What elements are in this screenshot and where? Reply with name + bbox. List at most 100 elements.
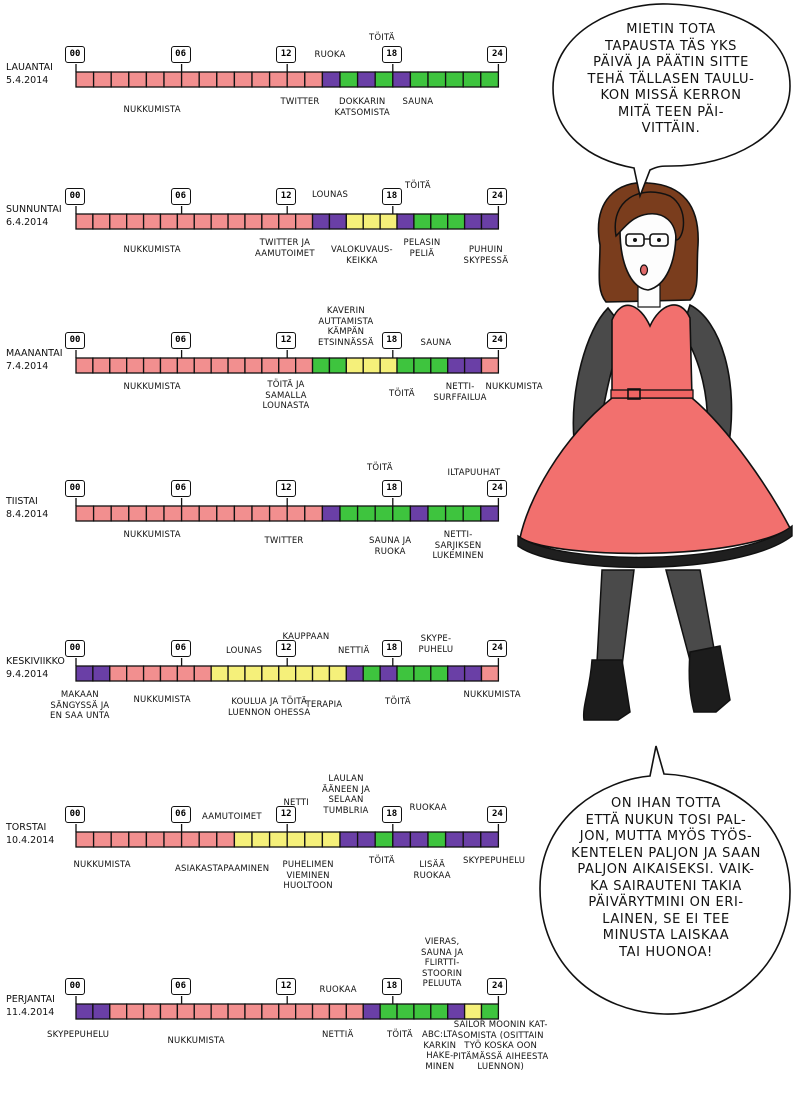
day-label: MAANANTAI 7.4.2014 [6,348,63,372]
activity-note: TÖITÄ [405,181,431,191]
hour-tag: 06 [170,480,191,497]
hour-tag: 12 [276,188,297,205]
hour-tag: 06 [170,46,191,63]
hour-cell [480,831,500,848]
activity-note: NETTI [283,798,309,808]
activity-note: NUKKUMISTA [123,530,181,540]
activity-note: MAKAAN SÄNGYSSÄ JA EN SAA UNTA [50,690,110,721]
hour-tag: 00 [65,640,85,657]
activity-note: KOULUA JA TÖITÄ LUENNON OHESSA [228,697,311,718]
hour-cell [480,71,500,88]
activity-note: PUHELIMEN VIEMINEN HUOLTOON [282,860,334,891]
activity-note: NETTIÄ [338,646,370,656]
activity-note: TWITTER [264,536,304,546]
hour-cell [480,1003,500,1020]
hour-tag: 18 [381,188,402,205]
activity-note: NETTI- SARJIKSEN LUKEMINEN [432,530,484,561]
activity-note: VALOKUVAUS- KEIKKA [331,245,393,266]
activity-note: NETTIÄ [322,1030,354,1040]
activity-note: NUKKUMISTA [123,105,181,115]
activity-note: VIERAS, SAUNA JA FLIRTTI- STOORIN PELUUT… [421,937,464,989]
hour-tag: 12 [276,480,297,497]
day-label: TIISTAI 8.4.2014 [6,496,49,520]
hour-tag: 06 [170,640,191,657]
hour-tag: 06 [170,188,191,205]
activity-note: NUKKUMISTA [123,245,181,255]
hour-cell [480,665,500,682]
activity-note: SAILOR MOONIN KAT- SOMISTA (OSITTAIN TYÖ… [453,1020,549,1072]
activity-note: RUOKAA [319,985,357,995]
day-label: LAUANTAI 5.4.2014 [6,62,53,86]
activity-note: PELASIN PELIÄ [403,238,441,259]
hour-tag: 00 [65,332,85,349]
day-label: KESKIVIIKKO 9.4.2014 [6,656,65,680]
activity-note: NUKKUMISTA [133,695,191,705]
activity-note: TWITTER JA AAMUTOIMET [255,238,315,259]
activity-note: TÖITÄ [385,697,411,707]
hour-tag: 12 [276,640,297,657]
hour-tag: 18 [381,806,402,823]
hour-cell [480,505,500,522]
activity-note: ABC:LTA KARKIN HAKE- MINEN [422,1030,458,1072]
activity-note: TÖITÄ JA SAMALLA LOUNASTA [262,380,310,411]
activity-note: NUKKUMISTA [463,690,521,700]
activity-note: NUKKUMISTA [73,860,131,870]
activity-note: NUKKUMISTA [485,382,543,392]
day-label: SUNNUNTAI 6.4.2014 [6,204,62,228]
hour-tag: 18 [381,978,402,995]
hour-tag: 06 [170,332,191,349]
activity-note: RUOKA [314,50,346,60]
day-label: TORSTAI 10.4.2014 [6,822,55,846]
activity-note: LISÄÄ RUOKAA [413,860,451,881]
activity-note: SAUNA [420,338,452,348]
activity-note: LAULAN ÄÄNEEN JA SELAAN TUMBLRIA [322,774,370,816]
hour-tag: 00 [65,188,85,205]
activity-note: SKYPEPUHELU [463,856,526,866]
activity-note: TWITTER [280,97,320,107]
hour-tag: 06 [170,806,191,823]
activity-note: TÖITÄ [369,33,395,43]
activity-note: ILTAPUUHAT [447,468,501,478]
hour-tag: 24 [487,188,508,205]
activity-note: KAUPPAAN [282,632,330,642]
speech-bubble-top-text: MIETIN TOTA TAPAUSTA TÄS YKS PÄIVÄ JA PÄ… [587,22,755,136]
hour-tag: 12 [276,46,297,63]
hour-tag: 18 [381,480,402,497]
activity-note: TERAPIA [305,700,343,710]
activity-note: LOUNAS [312,190,349,200]
hour-tag: 00 [65,480,85,497]
hour-tag: 12 [276,978,297,995]
hour-tag: 00 [65,46,85,63]
activity-note: SAUNA [402,97,434,107]
hour-tag: 24 [487,806,508,823]
hour-tag: 12 [276,332,297,349]
activity-note: RUOKAA [409,803,447,813]
activity-note: TÖITÄ [387,1030,413,1040]
day-label: PERJANTAI 11.4.2014 [6,994,55,1018]
hour-cell [480,357,500,374]
hour-tag: 12 [276,806,297,823]
activity-note: LOUNAS [226,646,263,656]
activity-note: DOKKARIN KATSOMISTA [334,97,390,118]
activity-note: NUKKUMISTA [123,382,181,392]
hour-tag: 24 [487,978,508,995]
activity-note: TÖITÄ [389,389,415,399]
activity-note: TÖITÄ [367,463,393,473]
speech-bubble-bottom-text: ON IHAN TOTTA ETTÄ NUKUN TOSI PAL- JON, … [571,796,761,960]
hour-tag: 24 [487,46,508,63]
activity-note: KAVERIN AUTTAMISTA KÄMPÄN ETSINNÄSSÄ [318,306,374,348]
activity-note: NETTI- SURFFAILUA [433,382,487,403]
hour-tag: 18 [381,640,402,657]
hour-tag: 18 [381,46,402,63]
hour-tag: 00 [65,978,85,995]
activity-note: SKYPE- PUHELU [418,634,454,655]
activity-note: TÖITÄ [369,856,395,866]
activity-note: ASIAKASTAPAAMINEN [175,864,270,874]
activity-note: PUHUIN SKYPESSÄ [463,245,509,266]
hour-tag: 18 [381,332,402,349]
activity-note: NUKKUMISTA [167,1036,225,1046]
activity-note: SAUNA JA RUOKA [369,536,412,557]
